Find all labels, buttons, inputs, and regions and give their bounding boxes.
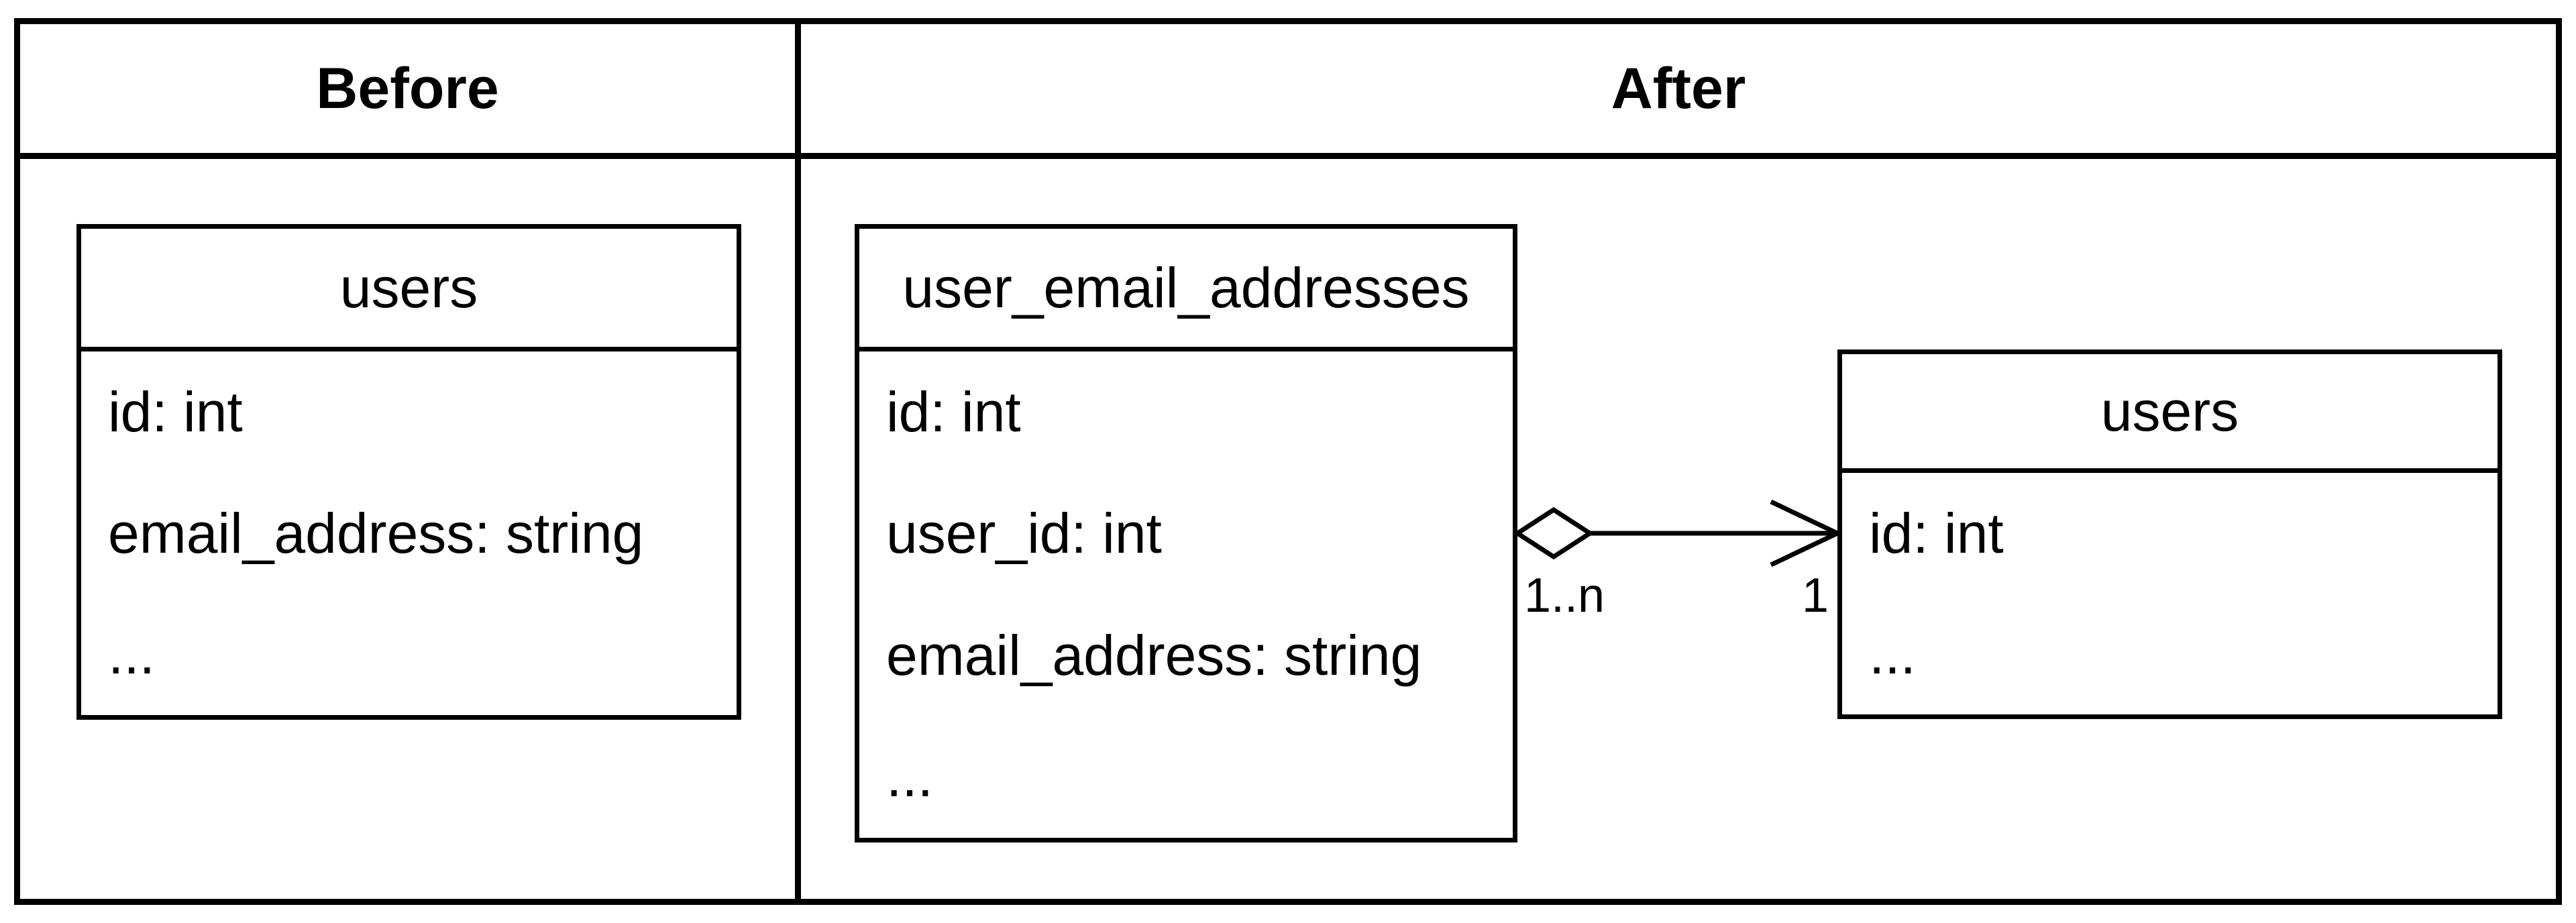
entity-title: users [81,229,737,351]
after-label: After [1611,56,1746,121]
entity-attribute: id: int [886,380,1021,444]
entity-attribute: user_id: int [886,502,1162,565]
multiplicity-source-label: 1..n [1524,569,1605,622]
before-header-cell: Before [20,24,801,159]
entity-title: user_email_addresses [859,229,1513,351]
entity-attribute-list: id: int user_id: int email_address: stri… [859,351,1513,838]
entity-attribute: email_address: string [108,501,644,565]
entity-attribute: id: int [108,380,243,443]
entity-attribute: email_address: string [886,623,1422,687]
multiplicity-target-label: 1 [1801,569,1829,622]
entity-users-after: users id: int ... [1837,349,2502,719]
before-body-cell [20,159,801,899]
aggregation-connector [1513,499,1843,567]
entity-attribute: id: int [1869,501,2004,565]
entity-attribute: ... [108,622,156,686]
entity-user-email-addresses: user_email_addresses id: int user_id: in… [855,224,1517,843]
entity-attribute-list: id: int email_address: string ... [81,351,737,715]
after-header-cell: After [801,24,2556,159]
before-label: Before [316,56,499,121]
entity-title: users [1842,354,2498,473]
entity-attribute: ... [886,745,934,808]
entity-attribute: ... [1869,622,1917,686]
entity-attribute-list: id: int ... [1842,473,2498,714]
entity-users-before: users id: int email_address: string ... [76,224,741,720]
aggregation-diamond-icon [1513,506,1595,560]
